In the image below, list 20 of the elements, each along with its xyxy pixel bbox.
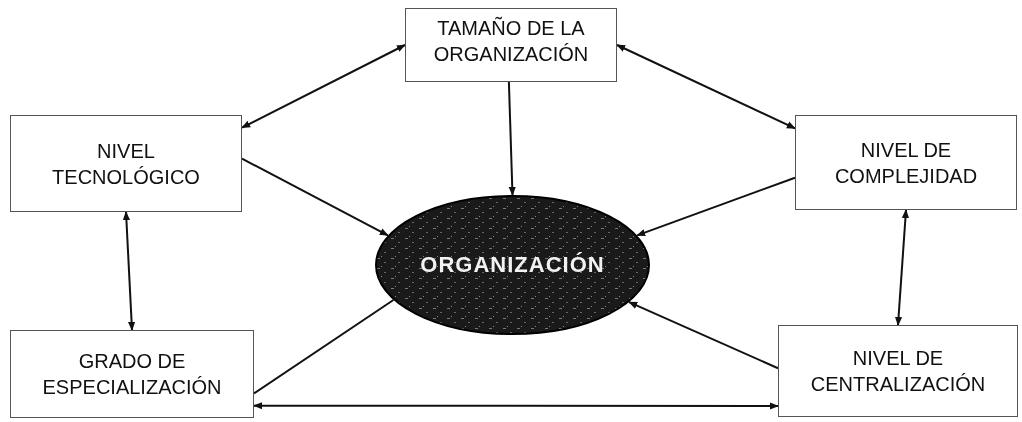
arrow [894, 209, 910, 326]
ellipse-label: ORGANIZACIÓN [420, 252, 605, 278]
arrow [253, 402, 779, 410]
text-box [778, 325, 1018, 417]
arrow [636, 176, 796, 237]
arrow [616, 44, 796, 130]
text-box [10, 330, 254, 418]
arrow [122, 211, 136, 331]
arrow [241, 157, 389, 237]
box-label: GRADO DE ESPECIALIZACIÓN [41, 349, 223, 400]
text-box [405, 8, 617, 82]
text-box [10, 115, 242, 212]
box-label: NIVEL DE CENTRALIZACIÓN [809, 346, 987, 397]
text-box [795, 115, 1017, 210]
arrow [241, 44, 406, 129]
box-label: NIVEL TECNOLÓGICO [51, 138, 201, 190]
box-label: TAMAÑO DE LA ORGANIZACIÓN [432, 15, 590, 67]
box-label: NIVEL DE COMPLEJIDAD [833, 137, 979, 189]
arrow [507, 81, 516, 196]
arrow [628, 301, 779, 370]
